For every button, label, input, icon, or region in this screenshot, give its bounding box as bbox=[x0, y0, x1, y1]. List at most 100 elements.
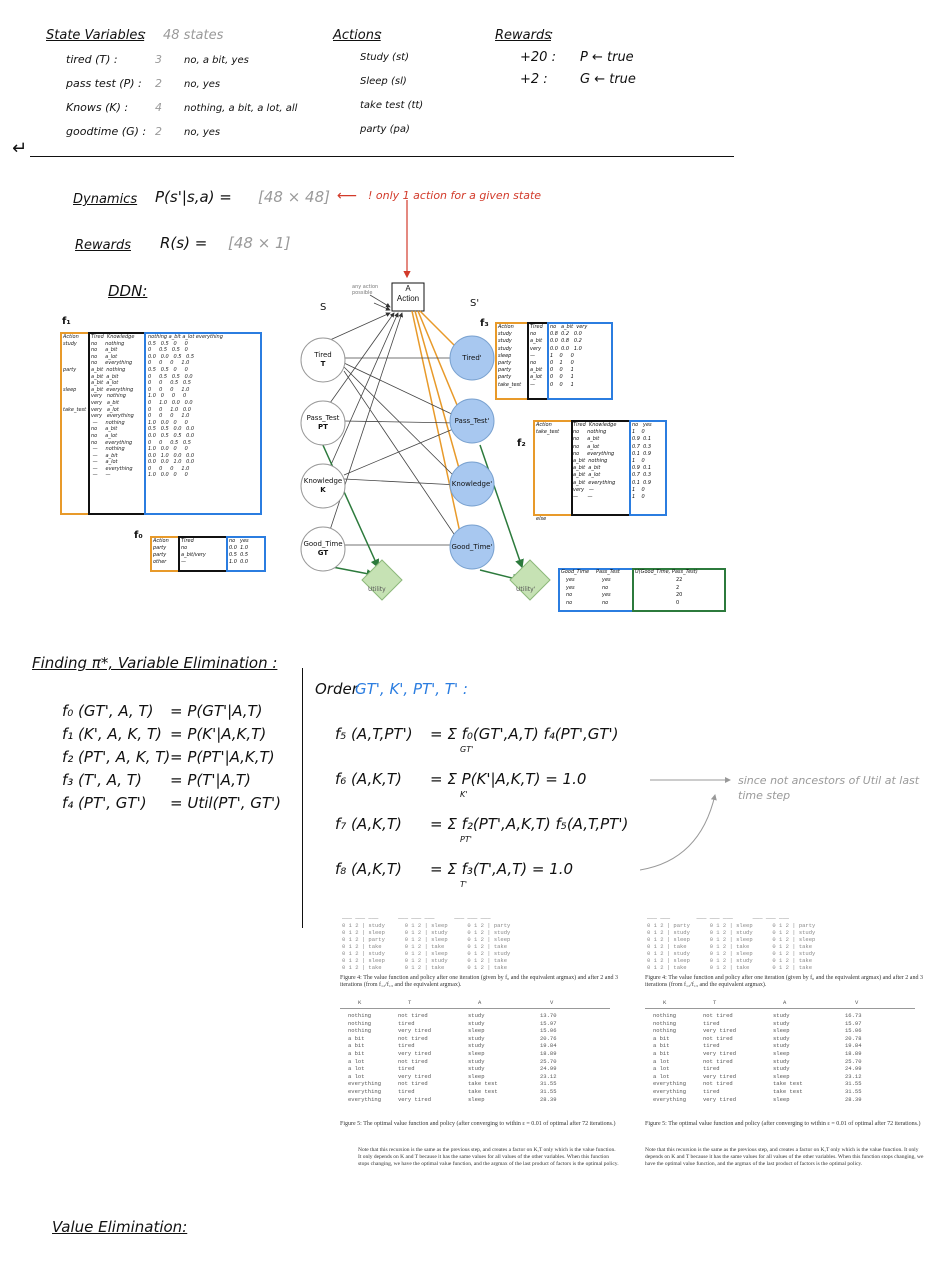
paper-cell: study bbox=[773, 1057, 790, 1065]
paper-cell: 15.97 bbox=[540, 1019, 557, 1027]
paper-cell: everything bbox=[348, 1095, 382, 1103]
paper-cell: study bbox=[468, 1057, 485, 1065]
f1-label: f₁ bbox=[62, 316, 71, 327]
factor-eq: = P(K'|A,K,T) bbox=[170, 725, 267, 743]
vertical-divider bbox=[302, 668, 303, 928]
equation-sum-index: K' bbox=[460, 790, 468, 799]
equation-lhs: f₅ (A,T,PT') bbox=[335, 725, 413, 743]
f3-table: Action study study study sleep party par… bbox=[495, 314, 615, 400]
state-variables-heading: State Variables bbox=[46, 28, 145, 43]
state-var-count: 2 bbox=[155, 77, 162, 90]
state-var-count: 2 bbox=[155, 125, 162, 138]
paper-cell: 18.89 bbox=[845, 1050, 862, 1057]
factor-eq: = P(GT'|A,T) bbox=[170, 702, 263, 720]
paper-cell: a lot bbox=[653, 1065, 670, 1073]
paper-cell: a lot bbox=[348, 1072, 365, 1080]
paper-cell: 16.73 bbox=[845, 1012, 862, 1019]
state-var-name: tired (T) : bbox=[66, 53, 118, 66]
paper-cell: 24.99 bbox=[845, 1065, 862, 1073]
paper-cell: tired bbox=[398, 1065, 415, 1073]
util-cell: no bbox=[566, 592, 573, 598]
ddn-diagram bbox=[300, 200, 551, 601]
paper-cell: 15.06 bbox=[540, 1027, 557, 1035]
paper-cell: sleep bbox=[468, 1095, 485, 1103]
utility-node bbox=[361, 559, 403, 601]
paper-cell: very tired bbox=[703, 1072, 737, 1080]
action-item: Study (st) bbox=[360, 52, 409, 63]
util-cell: yes bbox=[602, 577, 611, 583]
util-cell: 22 bbox=[676, 577, 683, 583]
s-label: S bbox=[320, 302, 327, 313]
right-node-label: Tired' bbox=[462, 354, 482, 362]
equation-sum-index: PT' bbox=[460, 835, 472, 844]
paper-cell: not tired bbox=[703, 1034, 733, 1042]
paper-cell: a lot bbox=[653, 1072, 670, 1080]
any-action-note: any action possible bbox=[352, 284, 379, 296]
paper-cell: tired bbox=[703, 1088, 720, 1095]
f3-label: f₃ bbox=[480, 318, 489, 329]
state-var-name: pass test (P) : bbox=[66, 77, 142, 90]
equation-sum-index: GT' bbox=[460, 745, 474, 754]
f2-label: f₂ bbox=[517, 438, 526, 449]
paper-cell: everything bbox=[348, 1080, 382, 1088]
paper-cell: tired bbox=[703, 1019, 720, 1027]
action-item: take test (tt) bbox=[360, 100, 424, 111]
factor-def: f₁ (K', A, K, T) bbox=[62, 725, 162, 743]
paper-cell: study bbox=[468, 1034, 485, 1042]
paper-cell: 20.78 bbox=[845, 1034, 862, 1042]
util-cell: 2 bbox=[676, 584, 680, 591]
dynamics-label: Dynamics bbox=[73, 192, 138, 207]
dynamics-size: [48 × 48] bbox=[258, 188, 330, 206]
state-var-values: no, a bit, yes bbox=[184, 55, 249, 66]
side-note: since not ancestors of Util at last time… bbox=[738, 774, 920, 802]
paper-cell: very tired bbox=[703, 1095, 737, 1103]
paper-right-mini-tables: ─── ─── ─── ─── ─── ─── ─── ─── 0 1 2 | … bbox=[647, 915, 816, 971]
paper-cell: sleep bbox=[773, 1072, 790, 1080]
actions-heading: Actions bbox=[333, 28, 381, 43]
paper-cell: take test bbox=[773, 1080, 803, 1088]
utility-prime-label: Utility' bbox=[516, 586, 536, 593]
paper-cell: a lot bbox=[348, 1057, 365, 1065]
paper-cell: take test bbox=[773, 1088, 803, 1095]
paper-cell: 23.12 bbox=[845, 1072, 862, 1080]
paper-cell: 23.12 bbox=[540, 1072, 557, 1080]
factor-eq: = Util(PT', GT') bbox=[170, 794, 282, 812]
rewards-label: Rewards bbox=[75, 238, 131, 253]
factor-eq: = P(T'|A,T) bbox=[170, 771, 251, 789]
reward-value: +2 : bbox=[520, 72, 548, 87]
paper-excerpt-right: ─── ─── ─── ─── ─── ─── ─── ─── 0 1 2 | … bbox=[645, 915, 925, 1215]
paper-cell: a lot bbox=[653, 1057, 670, 1065]
paper-cell: a bit bbox=[348, 1034, 365, 1042]
paper-cell: not tired bbox=[703, 1057, 733, 1065]
reward-condition: G ← true bbox=[580, 72, 636, 87]
paper-cell: study bbox=[468, 1065, 485, 1073]
paper-cell: sleep bbox=[773, 1095, 790, 1103]
utility-prime-node bbox=[509, 559, 551, 601]
paper-cell: a bit bbox=[348, 1050, 365, 1057]
dynamics-expr: P(s'|s,a) = bbox=[155, 188, 232, 206]
rewards-colon: : bbox=[549, 28, 554, 43]
node-pass-test-prime bbox=[449, 398, 495, 444]
paper-cell: tired bbox=[398, 1088, 415, 1095]
paper-cell: 28.39 bbox=[540, 1095, 557, 1103]
paper-left-caption2: Figure 5: The optimal value function and… bbox=[340, 1121, 616, 1127]
node-knowledge-prime bbox=[449, 461, 495, 507]
paper-cell: sleep bbox=[468, 1072, 485, 1080]
util-cell: yes bbox=[566, 577, 575, 583]
factor-def: f₄ (PT', GT') bbox=[62, 794, 147, 812]
paper-cell: take test bbox=[468, 1080, 498, 1088]
action-item: party (pa) bbox=[360, 124, 410, 135]
paper-cell: 25.70 bbox=[845, 1057, 862, 1065]
state-var-count: 4 bbox=[155, 101, 162, 114]
paper-cell: study bbox=[773, 1065, 790, 1073]
paper-cell: everything bbox=[653, 1088, 687, 1095]
node-pass-test bbox=[300, 400, 346, 446]
paper-cell: sleep bbox=[773, 1027, 790, 1035]
paper-cell: tired bbox=[398, 1019, 415, 1027]
paper-cell: sleep bbox=[468, 1027, 485, 1035]
paper-cell: very tired bbox=[398, 1072, 432, 1080]
s-prime-label: S' bbox=[470, 298, 480, 309]
paper-rule bbox=[340, 1008, 610, 1009]
